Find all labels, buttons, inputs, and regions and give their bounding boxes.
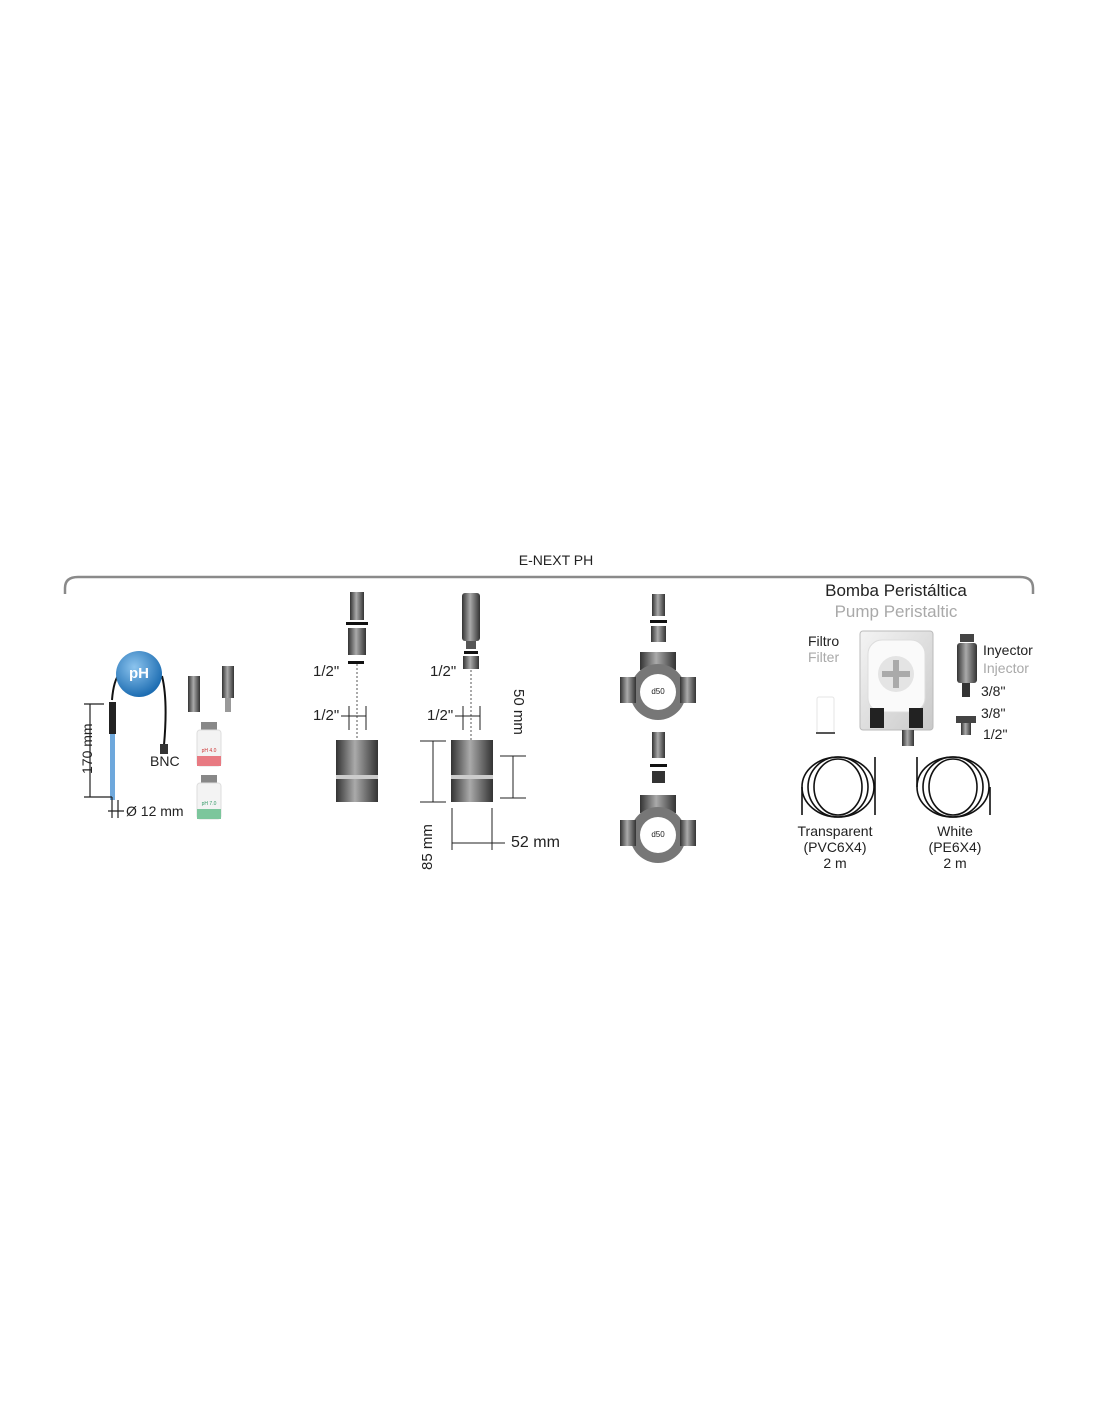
height-inner-label: 50 mm bbox=[510, 689, 527, 735]
holder-b-bottom-thread: 1/2" bbox=[427, 707, 454, 724]
ph-badge-label: pH bbox=[129, 665, 149, 682]
probe-holder-a bbox=[336, 592, 378, 802]
tube-2-length: 2 m bbox=[943, 855, 967, 871]
tube-2-name: White bbox=[937, 823, 973, 839]
fitting-icon bbox=[188, 676, 200, 712]
tube-coil-transparent bbox=[801, 756, 876, 818]
buffer-ph4-label: pH 4.0 bbox=[201, 748, 217, 754]
holder-b-top-thread: 1/2" bbox=[430, 663, 457, 680]
filter-icon bbox=[816, 696, 835, 734]
adapter-thread-bottom: 1/2" bbox=[983, 726, 1008, 742]
width-label: 52 mm bbox=[511, 834, 560, 851]
injector-icon bbox=[957, 634, 977, 697]
filter-label-es: Filtro bbox=[808, 633, 840, 649]
holder-a-bottom-thread: 1/2" bbox=[313, 707, 340, 724]
tube-coil-white bbox=[916, 756, 991, 818]
probe-diameter-label: Ø 12 mm bbox=[126, 803, 184, 819]
tube-2-spec: (PE6X4) bbox=[928, 839, 982, 855]
pipe-saddle-1 bbox=[620, 594, 696, 720]
ph-probe bbox=[109, 651, 168, 800]
height-total-label: 85 mm bbox=[419, 824, 436, 870]
adapter-thread-top: 3/8" bbox=[981, 705, 1006, 721]
sensor-cap-icon bbox=[222, 666, 234, 698]
buffer-ph7-label: pH 7.0 bbox=[201, 801, 217, 807]
injector-label-en: Injector bbox=[983, 660, 1029, 676]
tube-1-name: Transparent bbox=[797, 823, 873, 839]
buffer-bottle-ph7 bbox=[196, 775, 222, 820]
probe-holder-b bbox=[420, 593, 526, 850]
pump-title-es: Bomba Peristáltica bbox=[825, 581, 967, 600]
tube-1-length: 2 m bbox=[823, 855, 847, 871]
buffer-bottle-ph4 bbox=[196, 722, 222, 767]
page-title: E-NEXT PH bbox=[518, 552, 594, 568]
injector-thread: 3/8" bbox=[981, 683, 1006, 699]
group-bracket bbox=[63, 575, 1035, 594]
ph-badge bbox=[116, 651, 162, 697]
bnc-label: BNC bbox=[150, 753, 180, 769]
filter-label-en: Filter bbox=[808, 649, 840, 665]
probe-dimensions bbox=[84, 703, 124, 818]
holder-a-top-thread: 1/2" bbox=[313, 663, 340, 680]
pump-title-en: Pump Peristaltic bbox=[834, 602, 958, 621]
tube-1-spec: (PVC6X4) bbox=[803, 839, 867, 855]
saddle-1-label: d50 bbox=[651, 687, 665, 696]
injector-label-es: Inyector bbox=[983, 642, 1033, 658]
peristaltic-pump bbox=[859, 630, 934, 746]
pipe-saddle-2 bbox=[620, 732, 696, 863]
saddle-2-label: d50 bbox=[651, 830, 665, 839]
adapter-icon bbox=[956, 716, 976, 735]
probe-length-label: 170 mm bbox=[79, 723, 95, 774]
